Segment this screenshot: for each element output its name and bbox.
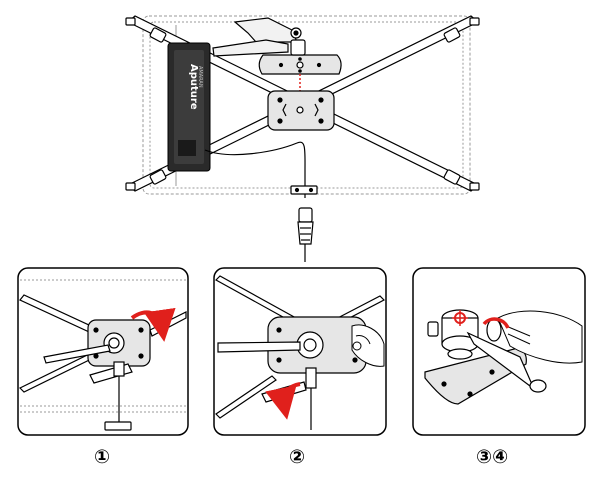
brand-subtext: AMARAN (197, 66, 203, 88)
step2-hand (351, 324, 385, 367)
step1-plate (87, 319, 151, 367)
mounting-plate (267, 90, 335, 131)
pivot-arrow-icon (265, 382, 301, 420)
step-panel-1 (17, 267, 189, 436)
mounting-bracket (212, 17, 342, 75)
brand-logo-text: Aputure (188, 64, 199, 110)
step2-rods (215, 275, 386, 419)
step1-arm (43, 344, 133, 431)
power-cable (204, 141, 306, 198)
step-label-3: ③④ (476, 446, 509, 468)
tighten-arrow-icon (452, 310, 510, 329)
main-illustration: Aputure AMARAN (125, 15, 480, 262)
led-panel: Aputure AMARAN (167, 42, 211, 172)
step-panel-3 (412, 267, 586, 436)
rotate-arrow-icon (130, 307, 176, 342)
step-panel-2 (213, 267, 387, 436)
step3-knob (486, 318, 502, 342)
rod-end-clips (125, 17, 480, 191)
cable-connector (290, 185, 318, 262)
step3-hand (497, 310, 583, 364)
step-label-2: ② (289, 446, 306, 468)
step-label-1: ① (94, 446, 111, 468)
step2-arm (217, 341, 317, 430)
